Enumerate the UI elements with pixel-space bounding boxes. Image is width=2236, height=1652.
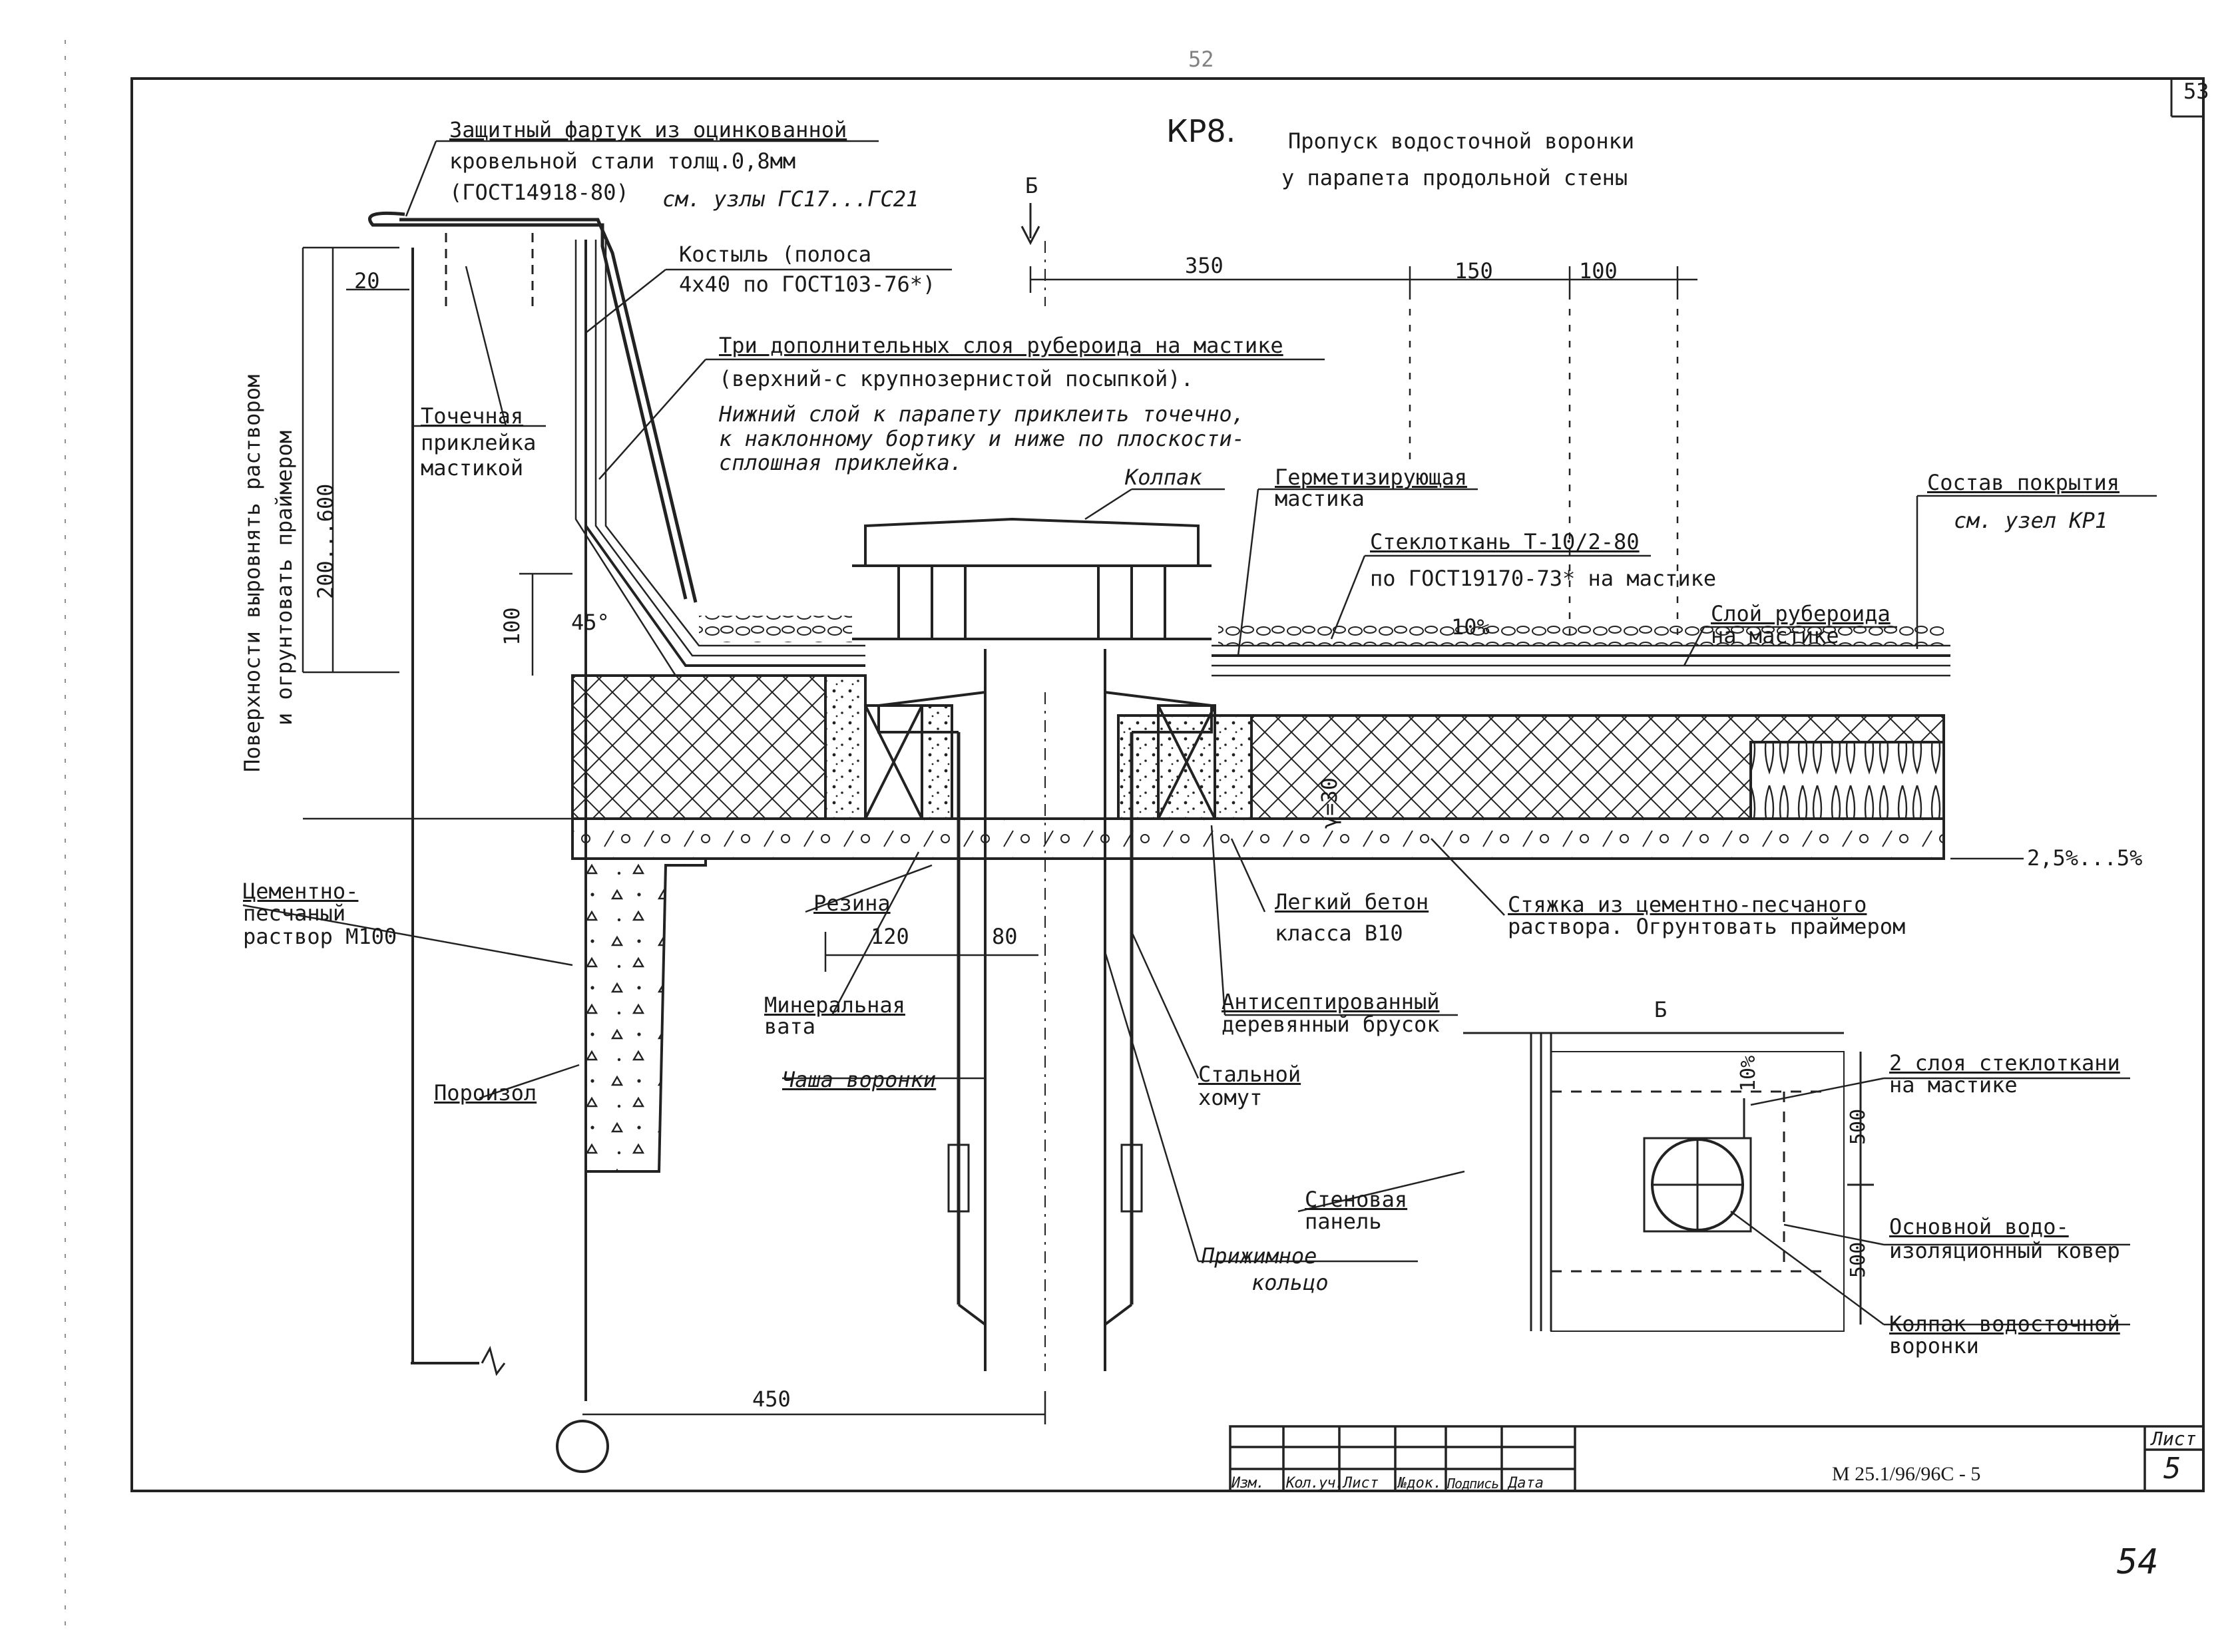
section-marker [1020, 203, 1040, 246]
label-lower-layer-1: Нижний слой к парапету приклеить точечно… [719, 401, 1245, 427]
funnel [852, 241, 1213, 1371]
dim-500-upper: 500 [1847, 1108, 1870, 1145]
label-funnel-cap-1: Колпак водосточной [1889, 1311, 2120, 1337]
label-side-2: и огрунтовать праймером [272, 430, 297, 725]
title-col-4: №док. [1398, 1475, 1443, 1492]
label-lower-layer-2: к наклонному бортику и ниже по плоскости… [719, 426, 1245, 451]
label-slope-right: 2,5%...5% [2027, 845, 2143, 871]
gravel-right [1218, 626, 1944, 646]
screed-slab [571, 817, 1945, 1173]
label-main-wp-2: изоляционный ковер [1889, 1238, 2120, 1263]
label-cover-1: Состав покрытия [1927, 470, 2120, 495]
label-poroizol: Пороизол [434, 1080, 537, 1106]
detail-b-label: Б [1654, 997, 1668, 1022]
insulation [571, 674, 1945, 820]
label-two-layers-2: на мастике [1889, 1072, 2018, 1098]
dim-100-side: 100 [499, 607, 525, 646]
title-line-2: у парапета продольной стены [1281, 165, 1628, 190]
title-mark: КР8. [1166, 113, 1236, 149]
title-col-2: Кол.уч. [1286, 1475, 1344, 1492]
label-see-nodes: см. узлы ГС17...ГС21 [662, 186, 919, 212]
label-mineral-1: Минеральная [764, 992, 905, 1018]
label-seal-2: мастика [1275, 486, 1365, 511]
label-lower-layer-3: сплошная приклейка. [719, 450, 963, 475]
dim-150: 150 [1454, 258, 1493, 284]
page-corner-number: 53 [2183, 79, 2209, 104]
label-bowl: Чаша воронки [782, 1067, 937, 1092]
dimension-lines [302, 246, 1697, 1424]
label-lightcon-2: класса В10 [1275, 921, 1403, 946]
dim-200-600: 200...600 [313, 483, 338, 599]
detail-slope: 10% [1737, 1055, 1760, 1092]
dim-500-lower: 500 [1847, 1241, 1870, 1278]
title-col-6: Дата [1508, 1475, 1544, 1492]
label-slope-top: 10% [1451, 614, 1490, 640]
page-number-handwritten: 54 [2117, 1542, 2159, 1582]
dim-350: 350 [1185, 253, 1224, 278]
label-spot-1: Точечная [421, 403, 524, 429]
label-wood-1: Антисептированный [1222, 989, 1440, 1014]
label-crutch-1: Костыль (полоса [679, 242, 871, 267]
stamp-number: 52 [1188, 47, 1214, 72]
title-col-5: Подпись [1447, 1476, 1499, 1492]
document-code: M 25.1/96/96C - 5 [1832, 1463, 1981, 1485]
dim-45: 45° [571, 610, 610, 635]
label-side-1: Поверхности выровнять раствором [240, 374, 265, 772]
label-crutch-2: 4х40 по ГОСТ103-76*) [679, 272, 936, 297]
label-mineral-2: вата [764, 1014, 816, 1039]
section-b-label: Б [1025, 173, 1038, 198]
label-press-2: кольцо [1251, 1270, 1329, 1295]
label-spot-2: приклейка [421, 430, 537, 455]
label-glass-2: по ГОСТ19170-73* на мастике [1370, 566, 1717, 591]
label-glass-1: Стеклоткань Т-10/2-80 [1370, 529, 1640, 554]
label-cap: Колпак [1125, 465, 1202, 490]
sheet-frame [65, 40, 2205, 1637]
dim-80: 80 [992, 924, 1018, 949]
dim-450: 450 [752, 1386, 791, 1412]
gravel-left [699, 616, 852, 642]
leader-lines [242, 140, 2157, 1326]
label-wall-2: панель [1305, 1209, 1382, 1234]
detail-b [1463, 1032, 1874, 1332]
title-line-1: Пропуск водосточной воронки [1288, 128, 1635, 154]
label-wall-1: Стеновая [1305, 1187, 1408, 1212]
title-col-1: Изм. [1231, 1475, 1265, 1492]
label-gamma: γ=30 [1317, 777, 1342, 829]
label-apron-3: (ГОСТ14918-80) [449, 180, 629, 205]
sheet-label: Лист [2151, 1428, 2197, 1450]
dim-120: 120 [871, 924, 909, 949]
label-cement-2: песчаный [243, 901, 346, 926]
dim-20: 20 [354, 268, 380, 294]
label-screed-2: раствора. Огрунтовать праймером [1508, 914, 1906, 939]
title-block [1229, 1425, 2205, 1492]
label-lightcon-1: Легкий бетон [1275, 889, 1429, 915]
label-screed-1: Стяжка из цементно-песчаного [1508, 892, 1867, 917]
label-cement-1: Цементно- [243, 879, 359, 904]
label-press-1: Прижимное [1202, 1243, 1317, 1269]
wooden-bars [864, 704, 1216, 820]
label-cement-3: раствор М100 [243, 924, 397, 949]
label-rubber: Резина [813, 891, 891, 916]
label-main-wp-1: Основной водо- [1889, 1214, 2069, 1239]
label-funnel-cap-2: воронки [1889, 1333, 1979, 1358]
label-spot-3: мастикой [421, 455, 524, 481]
sheet-number: 5 [2163, 1452, 2181, 1486]
label-cover-2: см. узел КР1 [1954, 508, 2108, 533]
zinc-apron [368, 211, 698, 603]
label-clamp-1: Стальной [1198, 1062, 1301, 1087]
title-col-3: Лист [1343, 1475, 1379, 1492]
label-two-layers-1: 2 слоя стеклоткани [1889, 1050, 2120, 1076]
label-ruberoid-2: на мастике [1711, 623, 1839, 648]
label-apron-2: кровельной стали толщ.0,8мм [449, 148, 796, 174]
label-ruberoid-1: Слой рубероида [1711, 601, 1891, 626]
label-seal-1: Герметизирующая [1275, 465, 1467, 490]
label-clamp-2: хомут [1198, 1085, 1263, 1110]
label-apron-1: Защитный фартук из оцинкованной [449, 117, 847, 142]
label-three-layers-1: Три дополнительных слоя рубероида на мас… [719, 333, 1283, 358]
label-three-layers-2: (верхний-с крупнозернистой посыпкой). [719, 366, 1194, 391]
label-wood-2: деревянный брусок [1222, 1012, 1440, 1037]
dim-100-top: 100 [1579, 258, 1618, 284]
